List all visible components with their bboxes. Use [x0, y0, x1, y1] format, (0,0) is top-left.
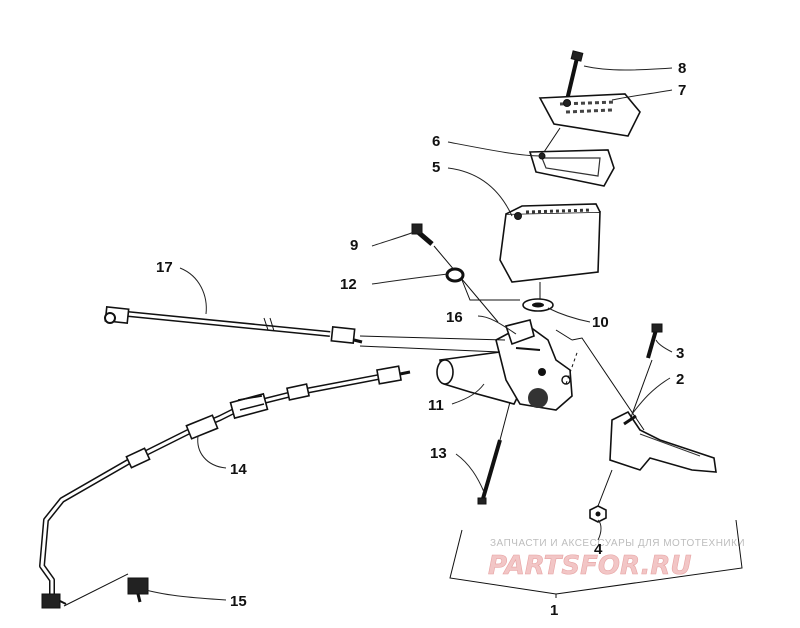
- callout-6: 6: [432, 133, 440, 150]
- part-17-cable: [104, 306, 363, 344]
- part-15-fitting: [63, 573, 149, 607]
- part-14-hydraulic-hose: [39, 365, 411, 609]
- callout-4: 4: [594, 541, 603, 558]
- callout-3: 3: [676, 345, 684, 362]
- watermark-tagline: ЗАПЧАСТИ И АКСЕССУАРЫ ДЛЯ МОТОТЕХНИКИ: [490, 538, 745, 549]
- assembly-lines: [359, 329, 653, 507]
- callout-16: 16: [446, 309, 463, 326]
- callout-14: 14: [230, 461, 247, 478]
- part-3-pivot-screw: [646, 323, 663, 359]
- part-6-diaphragm: [528, 149, 615, 187]
- part-1-bracket: [449, 519, 743, 598]
- callout-13: 13: [430, 445, 447, 462]
- callout-1: 1: [550, 602, 558, 619]
- part-2-brake-lever: [609, 410, 717, 473]
- callout-17: 17: [156, 259, 173, 276]
- watermark-brand: PARTSFOR.RU: [488, 551, 691, 581]
- callout-8: 8: [678, 60, 686, 77]
- callout-labels: 8 7 6 5 9 12 10 16 3 2 11 13 17 14 15 4 …: [156, 60, 686, 619]
- part-4-lock-nut: [589, 505, 607, 523]
- part-11-master-cylinder: [436, 319, 573, 411]
- part-5-reservoir: [499, 203, 601, 300]
- callout-9: 9: [350, 237, 358, 254]
- callout-11: 11: [428, 397, 444, 414]
- callout-10: 10: [592, 314, 609, 331]
- callout-12: 12: [340, 276, 357, 293]
- part-12-lock-washer: [445, 267, 520, 301]
- callout-5: 5: [432, 159, 440, 176]
- callout-2: 2: [676, 371, 684, 388]
- part-10-washer: [522, 298, 554, 312]
- part-13-long-screw: [477, 439, 502, 505]
- leader-lines: [145, 65, 673, 601]
- part-7-reservoir-cover: [538, 93, 641, 137]
- callout-7: 7: [678, 82, 686, 99]
- part-9-screw: [411, 223, 499, 323]
- callout-15: 15: [230, 593, 247, 610]
- watermark: ЗАПЧАСТИ И АКСЕССУАРЫ ДЛЯ МОТОТЕХНИКИ PA…: [488, 538, 745, 581]
- part-8-cap-screw: [565, 50, 584, 101]
